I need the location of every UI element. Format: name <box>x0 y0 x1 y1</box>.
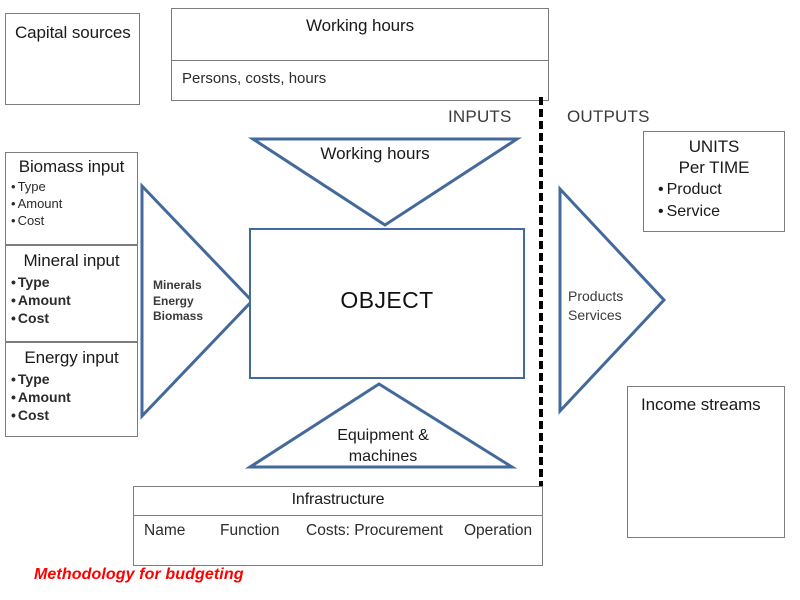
infrastructure-col-function: Function <box>220 522 280 539</box>
caption-text: Methodology for budgeting <box>34 566 244 583</box>
output-arrow-line-1: Products <box>568 288 624 304</box>
list-item: Cost <box>11 406 137 424</box>
output-arrow-shape <box>558 185 667 415</box>
output-arrow-line-2: Services <box>568 307 622 323</box>
biomass-input-list: Type Amount Cost <box>6 177 137 229</box>
list-item: Type <box>11 370 137 388</box>
infrastructure-columns: Name Function Costs: Procurement Operati… <box>134 516 542 541</box>
mineral-input-list: Type Amount Cost <box>6 271 137 327</box>
energy-input-title: Energy input <box>24 348 119 367</box>
list-item: Type <box>11 178 137 195</box>
equipment-triangle-label: Equipment & machines <box>283 425 483 467</box>
infrastructure-box: Infrastructure Name Function Costs: Proc… <box>133 486 543 566</box>
units-list: Product Service <box>644 178 784 223</box>
income-streams-title: Income streams <box>641 395 761 414</box>
capital-sources-box: Capital sources <box>5 13 140 105</box>
working-hours-detail: Persons, costs, hours <box>182 70 327 87</box>
equipment-triangle-line-2: machines <box>348 448 418 465</box>
inputs-outputs-separator <box>539 97 543 501</box>
list-item: Amount <box>11 195 137 212</box>
income-streams-box: Income streams <box>627 386 785 538</box>
working-hours-triangle-label: Working hours <box>320 144 430 163</box>
output-arrow-triangle <box>556 185 668 415</box>
biomass-input-title: Biomass input <box>18 157 125 176</box>
equipment-triangle-shape <box>244 382 518 469</box>
energy-input-box: Energy input Type Amount Cost <box>5 342 138 437</box>
working-hours-title: Working hours <box>306 16 414 35</box>
outputs-label: OUTPUTS <box>567 107 650 126</box>
equipment-triangle-line-1: Equipment & <box>337 427 429 444</box>
infrastructure-divider <box>134 515 542 516</box>
inputs-label: INPUTS <box>448 107 512 126</box>
infrastructure-col-costs: Costs: Procurement <box>306 522 443 539</box>
input-arrow-line-3: Biomass <box>153 309 204 323</box>
input-arrow-line-2: Energy <box>153 293 194 308</box>
object-box: OBJECT <box>249 228 525 379</box>
working-hours-divider <box>172 60 548 61</box>
infrastructure-col-operation: Operation <box>464 522 533 539</box>
input-arrow-line-1: Minerals <box>153 278 202 292</box>
mineral-input-title: Mineral input <box>23 251 120 270</box>
input-arrow-triangle <box>138 182 256 420</box>
list-item: Service <box>658 201 784 223</box>
units-subtitle: Per TIME <box>678 158 750 177</box>
working-hours-box: Working hours Persons, costs, hours <box>171 8 549 101</box>
working-hours-triangle <box>247 136 523 228</box>
input-arrow-note: Minerals Energy Biomass <box>153 278 223 325</box>
list-item: Amount <box>11 388 137 406</box>
infrastructure-col-name: Name <box>144 522 186 539</box>
working-hours-triangle-shape <box>247 137 523 227</box>
output-arrow-note: Products Services <box>568 287 648 325</box>
input-arrow-shape <box>140 182 255 420</box>
capital-sources-title: Capital sources <box>15 23 131 42</box>
list-item: Type <box>11 273 137 291</box>
units-title: UNITS <box>688 137 740 156</box>
list-item: Cost <box>11 212 137 229</box>
list-item: Amount <box>11 291 137 309</box>
biomass-input-box: Biomass input Type Amount Cost <box>5 152 138 245</box>
list-item: Cost <box>11 309 137 327</box>
mineral-input-box: Mineral input Type Amount Cost <box>5 245 138 342</box>
object-label: OBJECT <box>340 287 434 313</box>
infrastructure-title: Infrastructure <box>291 491 385 508</box>
equipment-triangle <box>244 381 518 471</box>
units-box: UNITS Per TIME Product Service <box>643 131 785 232</box>
list-item: Product <box>658 179 784 201</box>
energy-input-list: Type Amount Cost <box>6 368 137 424</box>
